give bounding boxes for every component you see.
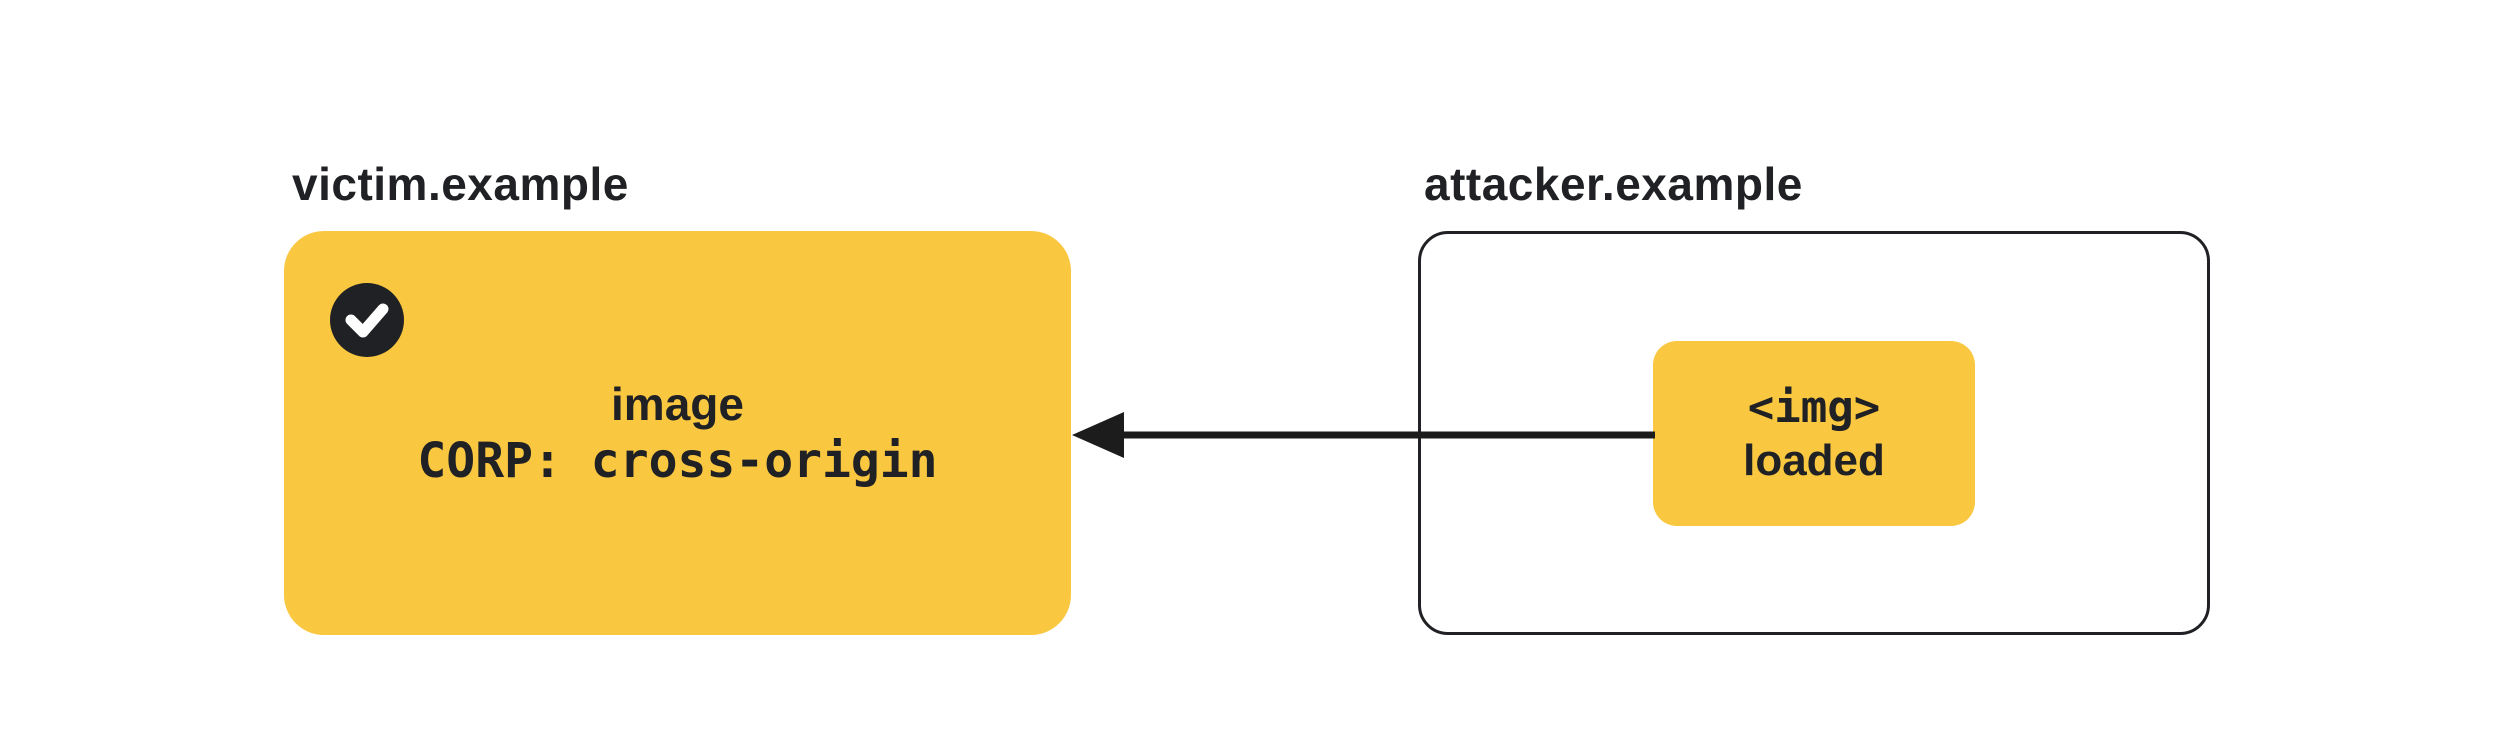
img-loaded-text: loaded	[1743, 435, 1885, 485]
attacker-page-node: <img> loaded	[1418, 231, 2210, 635]
victim-domain-label: victim.example	[292, 158, 629, 210]
request-arrowhead-icon	[1072, 412, 1124, 458]
request-arrow-shaft	[1110, 431, 1655, 439]
checkmark-icon	[330, 283, 404, 357]
victim-resource-type-text: image	[611, 378, 744, 430]
request-arrow	[1072, 412, 1655, 458]
attacker-domain-label: attacker.example	[1424, 158, 1803, 210]
victim-corp-header-text: CORP: cross-origin	[417, 433, 938, 489]
embedded-image-node: <img> loaded	[1653, 341, 1975, 526]
img-tag-text: <img>	[1747, 381, 1881, 433]
victim-resource-node: image CORP: cross-origin	[284, 231, 1071, 635]
